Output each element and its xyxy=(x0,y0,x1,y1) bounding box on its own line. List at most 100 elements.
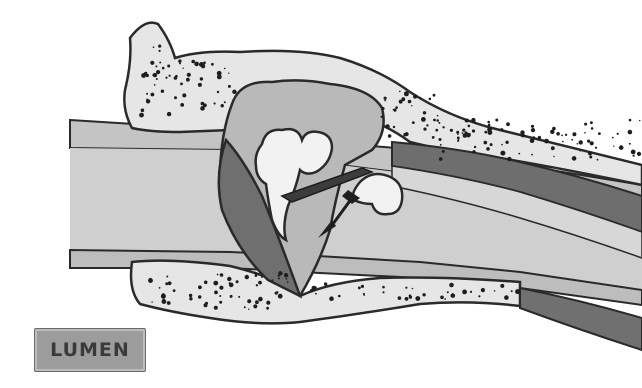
bone-dot xyxy=(154,84,156,86)
bone-dot xyxy=(198,295,201,298)
bone-dot xyxy=(217,75,222,80)
bone-dot xyxy=(384,97,387,100)
bone-dot xyxy=(449,283,454,288)
bone-dot xyxy=(247,299,251,303)
bone-dot xyxy=(518,153,520,155)
bone-dot xyxy=(484,131,487,134)
bone-dot xyxy=(151,93,155,97)
bone-dot xyxy=(382,291,384,293)
lumen-logo: LUMEN xyxy=(34,328,146,372)
bone-dot xyxy=(363,294,365,296)
bone-dot xyxy=(439,157,443,161)
bone-dot xyxy=(150,61,154,65)
bone-dot xyxy=(278,294,283,299)
logo-text: LUMEN xyxy=(50,339,130,361)
bone-dot xyxy=(211,63,214,66)
bone-dot xyxy=(409,295,412,298)
bone-dot xyxy=(530,138,535,143)
bone-dot xyxy=(227,277,231,281)
bone-dot xyxy=(186,78,190,82)
bone-dot xyxy=(180,103,184,107)
bone-dot xyxy=(399,100,403,104)
bone-dot xyxy=(481,288,485,292)
bone-dot xyxy=(474,122,476,124)
bone-dot xyxy=(255,274,258,277)
bone-dot xyxy=(484,141,488,145)
bone-dot xyxy=(433,94,436,97)
bone-dot xyxy=(230,295,233,298)
bone-dot xyxy=(156,78,158,80)
bone-dot xyxy=(565,134,567,136)
bone-dot xyxy=(152,74,154,76)
bone-dot xyxy=(619,145,624,150)
bone-dot xyxy=(178,59,181,62)
bone-dot xyxy=(490,143,493,146)
bone-dot xyxy=(633,155,635,157)
bone-dot xyxy=(287,281,289,283)
bone-dot xyxy=(531,154,533,156)
bone-dot xyxy=(382,107,385,110)
bone-dot xyxy=(224,101,226,103)
bone-dot xyxy=(531,125,534,128)
bone-dot xyxy=(146,93,148,95)
bone-dot xyxy=(169,75,171,77)
bone-dot xyxy=(278,277,280,279)
bone-dot xyxy=(413,95,417,99)
bone-dot xyxy=(141,109,145,113)
bone-dot xyxy=(487,121,490,124)
bone-dot xyxy=(629,143,631,145)
bone-dot xyxy=(201,64,205,68)
bone-dot xyxy=(598,132,601,135)
bone-dot xyxy=(214,102,216,104)
bone-dot xyxy=(422,293,425,296)
bone-dot xyxy=(468,125,471,128)
bone-dot xyxy=(469,133,471,135)
bone-dot xyxy=(141,113,143,115)
bone-dot xyxy=(248,309,249,310)
bone-dot xyxy=(584,132,586,134)
bone-dot xyxy=(488,130,493,135)
bone-dot xyxy=(219,286,223,290)
bone-dot xyxy=(450,129,453,132)
bone-dot xyxy=(284,273,288,277)
bone-dot xyxy=(224,68,226,70)
bone-dot xyxy=(631,150,636,155)
bone-dot xyxy=(433,119,436,122)
bone-dot xyxy=(278,271,282,275)
bone-dot xyxy=(613,146,614,147)
bone-dot xyxy=(200,77,203,80)
bone-dot xyxy=(167,112,171,116)
bone-dot xyxy=(587,140,590,143)
bone-dot xyxy=(405,297,409,301)
bone-dot xyxy=(384,100,386,102)
bone-dot xyxy=(159,62,161,64)
bone-dot xyxy=(189,294,192,297)
bone-dot xyxy=(595,147,597,149)
bone-dot xyxy=(258,297,263,302)
bone-dot xyxy=(500,151,505,156)
bone-dot xyxy=(146,99,150,103)
bone-dot xyxy=(382,286,385,289)
bone-dot xyxy=(168,281,172,285)
bone-dot xyxy=(597,159,599,161)
bone-dot xyxy=(183,68,184,69)
bone-dot xyxy=(200,106,205,111)
bone-dot xyxy=(381,116,383,118)
bone-dot xyxy=(501,144,503,146)
bone-dot xyxy=(228,73,229,74)
bone-dot xyxy=(465,119,469,123)
bone-dot xyxy=(167,65,170,68)
bone-dot xyxy=(590,121,593,124)
bone-dot xyxy=(572,132,576,136)
bone-dot xyxy=(432,136,435,139)
bone-dot xyxy=(472,150,475,153)
bone-dot xyxy=(504,295,509,300)
bone-dot xyxy=(423,111,426,114)
bone-dot xyxy=(457,137,460,140)
bone-dot xyxy=(440,296,444,300)
bone-dot xyxy=(471,118,475,122)
bone-dot xyxy=(261,276,263,278)
bone-dot xyxy=(511,290,513,292)
bone-dot xyxy=(573,148,574,149)
bone-dot xyxy=(217,274,219,276)
